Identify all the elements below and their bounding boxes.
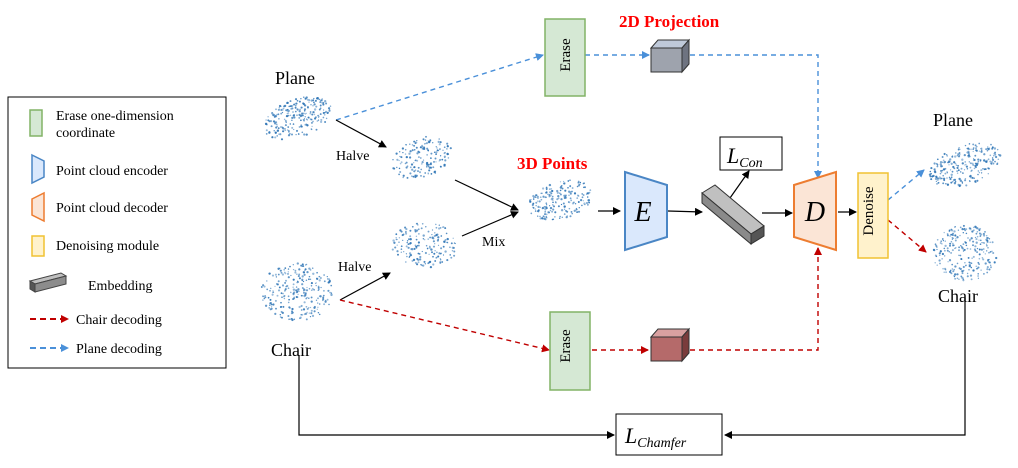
halve-label-bottom: Halve: [338, 260, 371, 275]
legend-label-decoder: Point cloud decoder: [56, 201, 168, 216]
chair-output-cloud: [932, 224, 998, 282]
decoder-label: D: [804, 197, 825, 228]
encoder-to-embedding-arrow: [667, 207, 703, 216]
red-cube-to-decoder-arrow: [690, 247, 822, 351]
lcon-label: LCon: [726, 143, 763, 171]
green-rectangle-icon: [29, 109, 43, 137]
chair-halve-arrow: [339, 272, 391, 301]
halve-chair-to-mix: [461, 211, 519, 237]
legend-label-plane-decoding: Plane decoding: [76, 342, 162, 357]
plane-input-label: Plane: [275, 68, 315, 88]
erase-block-top: [544, 18, 586, 97]
points-3d-label: 3D Points: [517, 154, 588, 173]
orange-trapezoid-icon: [31, 191, 45, 223]
denoise-block: [857, 172, 889, 259]
legend-label-embedding: Embedding: [88, 279, 153, 294]
denoise-label: Denoise: [861, 186, 877, 235]
legend-label-encoder: Point cloud encoder: [56, 164, 168, 179]
chair-to-erase-arrow: [339, 299, 550, 353]
chair-to-chamfer-line: [298, 355, 615, 439]
output-to-chamfer-line: [724, 298, 966, 439]
halve-plane-to-mix: [454, 179, 519, 211]
embedding-bar: [701, 184, 765, 246]
yellow-rectangle-icon: [31, 235, 45, 257]
legend: Erase one-dimension coordinate Point clo…: [7, 96, 227, 369]
projection-cube-gray: [649, 38, 691, 74]
lchamfer-main: L: [624, 423, 637, 448]
denoise-to-plane-arrow: [887, 169, 925, 201]
lcon-box: [719, 136, 783, 171]
legend-label-denoise: Denoising module: [56, 239, 159, 254]
encoder-label: E: [633, 197, 651, 228]
projection-2d-label: 2D Projection: [619, 12, 720, 31]
plane-output-label: Plane: [933, 110, 973, 130]
plane-halve-arrow: [335, 119, 387, 148]
blue-trapezoid-icon: [31, 153, 45, 185]
lcon-main: L: [726, 143, 739, 168]
projection-cube-red: [649, 327, 691, 363]
chair-half-cloud: [391, 222, 456, 269]
legend-label-erase: Erase one-dimension: [56, 109, 174, 124]
plane-to-erase-arrow: [335, 53, 544, 121]
erase-label-bottom: Erase: [558, 329, 574, 363]
lchamfer-label: LChamfer: [624, 423, 687, 451]
encoder-block: [624, 170, 668, 252]
decoder-block: [793, 170, 837, 252]
plane-half-cloud: [392, 135, 452, 179]
point-clouds: [260, 96, 1002, 322]
halve-label-top: Halve: [336, 149, 369, 164]
plane-input-cloud: [264, 96, 332, 141]
chair-input-label: Chair: [271, 340, 311, 360]
lcon-sub: Con: [739, 156, 762, 171]
gray-bar-icon: [28, 272, 68, 293]
lchamfer-box: [615, 413, 723, 456]
denoise-to-chair-arrow: [887, 219, 927, 253]
projection-to-decoder-arrow: [690, 54, 822, 179]
mix-label: Mix: [482, 235, 505, 250]
plane-output-cloud: [928, 142, 1002, 188]
legend-label-erase-2: coordinate: [56, 126, 115, 141]
legend-label-chair-decoding: Chair decoding: [76, 313, 162, 328]
mixed-cloud: [529, 179, 592, 221]
chair-output-label: Chair: [938, 286, 978, 306]
lchamfer-sub: Chamfer: [637, 436, 687, 451]
erase-label-top: Erase: [558, 38, 574, 72]
connectors: [298, 51, 966, 439]
chair-input-cloud: [260, 262, 333, 322]
erase-block-bottom: [549, 311, 591, 391]
embedding-to-lcon-arrow: [729, 170, 750, 199]
